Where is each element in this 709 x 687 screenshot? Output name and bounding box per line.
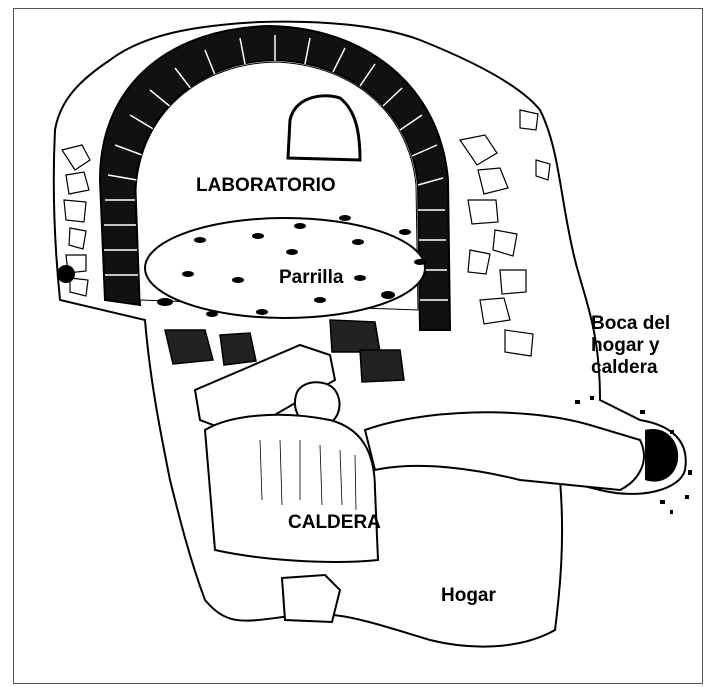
label-boca-del-hogar: Boca del hogar y caldera — [591, 313, 701, 379]
label-boca-line2: hogar y — [591, 335, 701, 357]
caldera-chamber — [205, 415, 378, 562]
label-hogar: Hogar — [441, 585, 496, 607]
dark-stone — [57, 265, 75, 283]
label-boca-line1: Boca del — [591, 313, 701, 335]
bottom-block — [282, 575, 340, 622]
label-boca-line3: caldera — [591, 357, 701, 379]
label-laboratorio: LABORATORIO — [193, 175, 339, 197]
label-caldera: CALDERA — [288, 512, 381, 534]
label-parrilla: Parrilla — [279, 267, 343, 289]
